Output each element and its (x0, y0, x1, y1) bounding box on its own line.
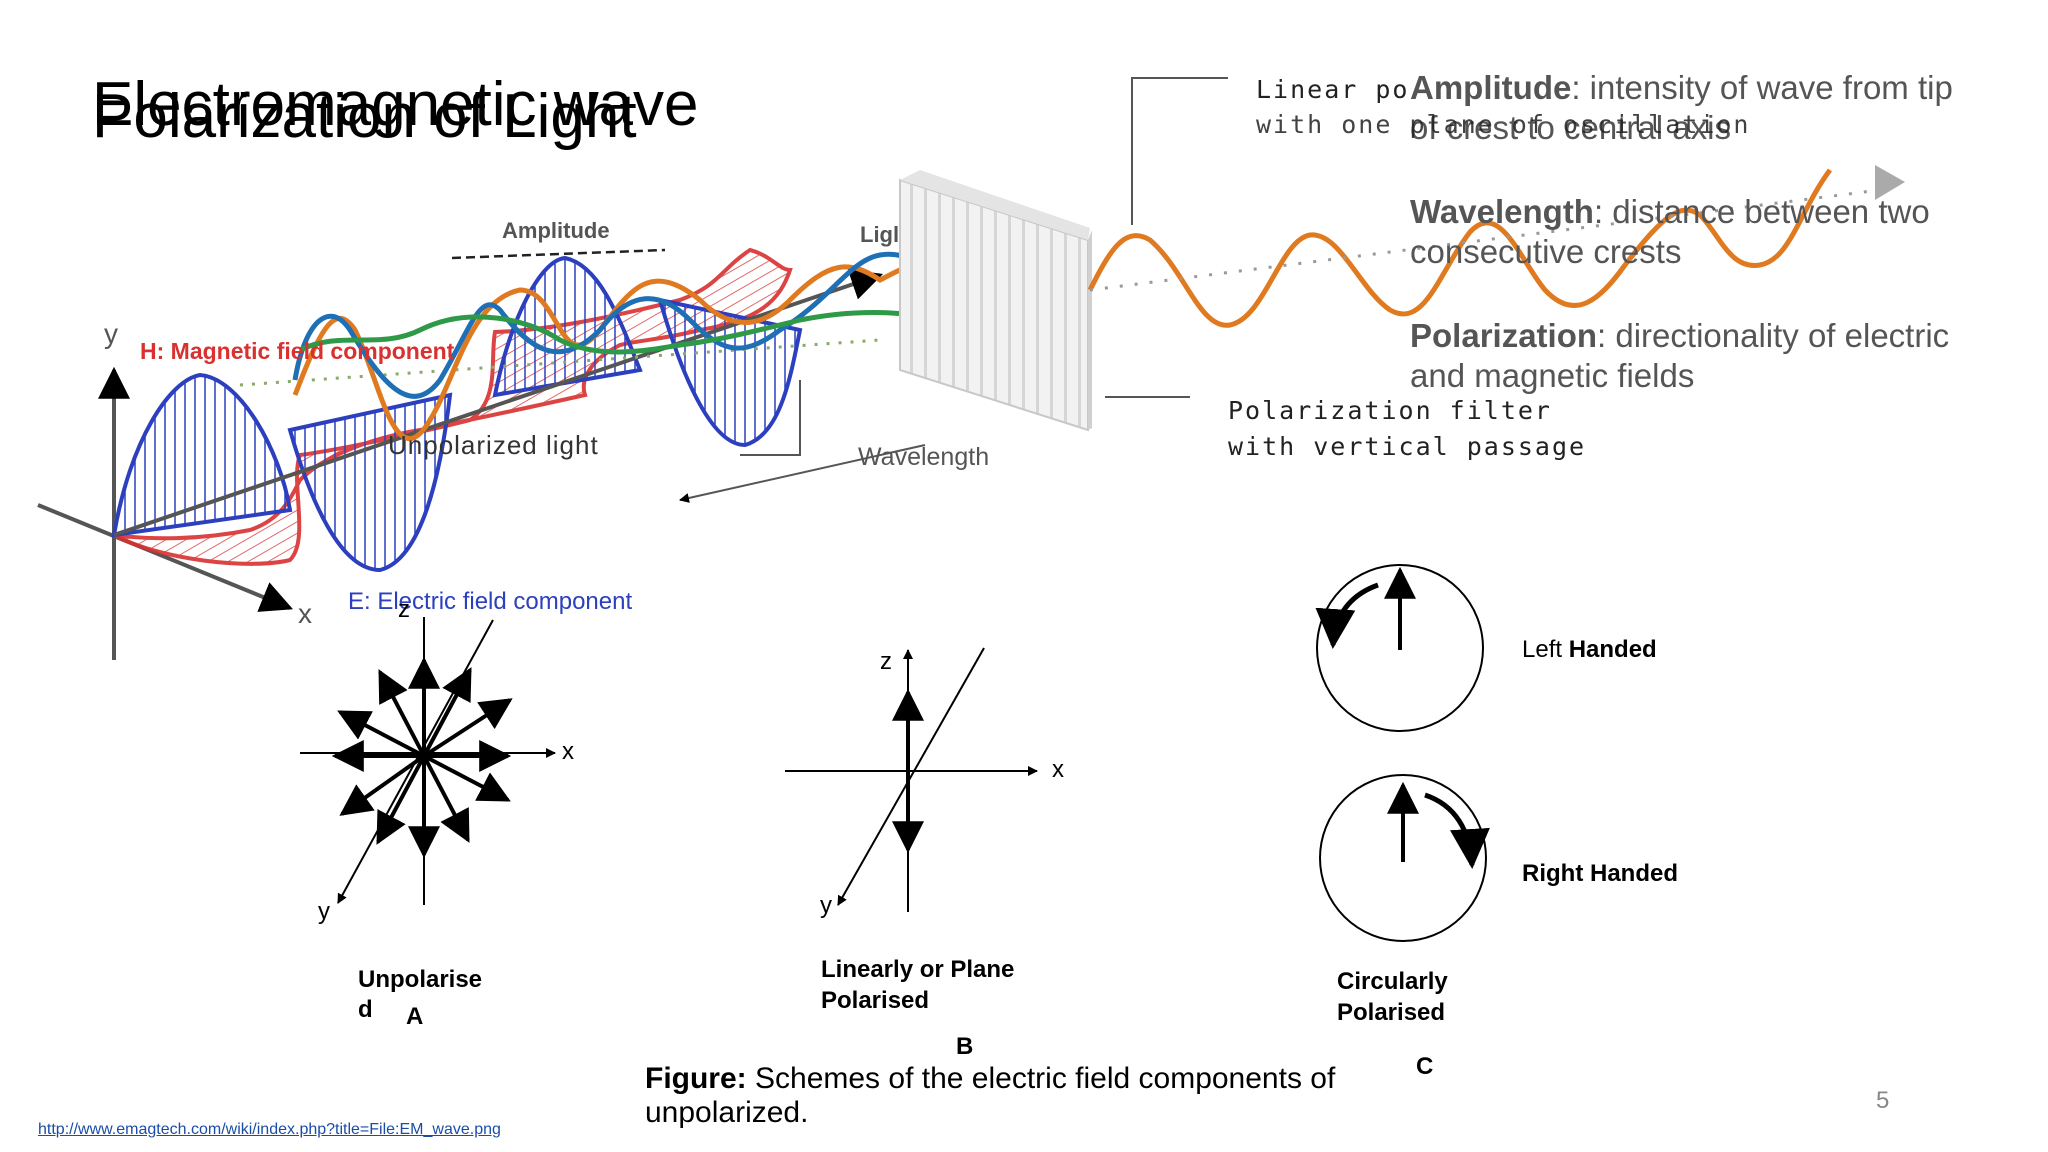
diagram-a-label-line1: Unpolarise (358, 966, 483, 993)
slide-title-front: Polarization of Light (92, 82, 637, 151)
unpolarized-light-label: Unpolarized light (388, 430, 599, 460)
diagram-c-label-line2: Polarised (1337, 999, 1446, 1026)
diagram-b-axis-x: x (1052, 756, 1064, 783)
left-handed-arrow (1315, 582, 1379, 649)
definition-desc-2: consecutive crests (1410, 233, 1682, 270)
definition-term: Polarization (1410, 317, 1598, 354)
wavelength-label: Wavelength (858, 443, 990, 471)
linear-label-line2: with one plane of oscillation (1256, 110, 1751, 139)
diagram-a-axis-x: x (562, 738, 574, 765)
figure-caption-text-2: unpolarized. (645, 1096, 809, 1129)
em-axis-x-label: x (298, 598, 312, 629)
diagram-a-axis-y: y (318, 898, 330, 925)
left-handed-bold: Handed (1568, 636, 1657, 663)
right-handed-arrow (1424, 792, 1490, 869)
definition-desc: : distance between two (1593, 193, 1930, 230)
propagation-axis (113, 269, 884, 537)
diagram-b-axis-z: z (880, 648, 892, 675)
polarization-filter (899, 170, 1092, 432)
magnetic-field-label: H: Magnetic field component (140, 338, 455, 364)
electric-field-lobe-2 (287, 392, 453, 573)
em-wave-figure (37, 77, 1905, 660)
definition-wavelength: Wavelength: distance between two consecu… (1410, 192, 1930, 272)
em-axis-y-label: y (104, 318, 118, 349)
light-label: Ligl (860, 222, 900, 247)
electric-field-lobe-1 (111, 372, 293, 538)
diagram-b-label-line2: Polarised (821, 987, 930, 1014)
definition-term: Wavelength (1410, 193, 1594, 230)
definition-polarization: Polarization: directionality of electric… (1410, 316, 1949, 396)
diagram-c-circular (1315, 564, 1490, 942)
amplitude-dashed-line (451, 248, 666, 260)
wavelength-bracket (740, 380, 801, 456)
diagram-b-letter: B (956, 1033, 974, 1060)
definition-desc: : intensity of wave from tip (1571, 69, 1953, 106)
linear-label-line1: Linear po (1256, 75, 1410, 104)
diagram-b-label-line1: Linearly or Plane (821, 956, 1015, 983)
x-axis-line (37, 503, 293, 612)
diagram-b-axis-y: y (820, 892, 832, 919)
definition-desc: : directionality of electric (1597, 317, 1950, 354)
linear-arrowhead (1875, 165, 1905, 200)
filter-label-line2: with vertical passage (1228, 432, 1587, 461)
diagram-c-label-line1: Circularly (1337, 968, 1448, 995)
amplitude-label: Amplitude (502, 218, 610, 243)
definition-amplitude: Amplitude: intensity of wave from tip of… (1410, 68, 1953, 148)
diagram-c-letter: C (1416, 1053, 1434, 1080)
left-handed-prefix: Left (1522, 636, 1569, 663)
electric-field-label: E: Electric field component (348, 588, 633, 615)
definition-desc-2: of crest to central axis (1410, 109, 1731, 146)
source-link[interactable]: http://www.emagtech.com/wiki/index.php?t… (38, 1121, 501, 1138)
blue-unpolarized-wave (292, 251, 962, 399)
filter-label-line1: Polarization filter (1228, 396, 1552, 425)
page-number: 5 (1876, 1087, 1890, 1114)
diagram-a-label-line2: d (358, 996, 373, 1023)
diagram-a-letter: A (406, 1003, 424, 1030)
linear-polarized-wave (1087, 168, 1833, 328)
figure-caption: Figure: Schemes of the electric field co… (645, 1062, 1335, 1130)
right-handed-label: Right Handed (1522, 860, 1678, 887)
figure-caption-text: Schemes of the electric field components… (746, 1062, 1336, 1095)
left-handed-label: Left Handed (1522, 636, 1657, 664)
diagram-a-axis-z: z (398, 596, 410, 623)
wavelength-arrow (679, 444, 926, 503)
figure-caption-prefix: Figure: (645, 1062, 747, 1095)
slide-title-back: Electromagnetic wave (92, 70, 699, 139)
diagram-b-linear (785, 647, 1038, 912)
definition-term: Amplitude (1410, 69, 1572, 106)
callout-bracket-top (1131, 77, 1228, 225)
definition-desc-2: and magnetic fields (1410, 357, 1695, 394)
diagram-a-unpolarised (300, 617, 556, 905)
